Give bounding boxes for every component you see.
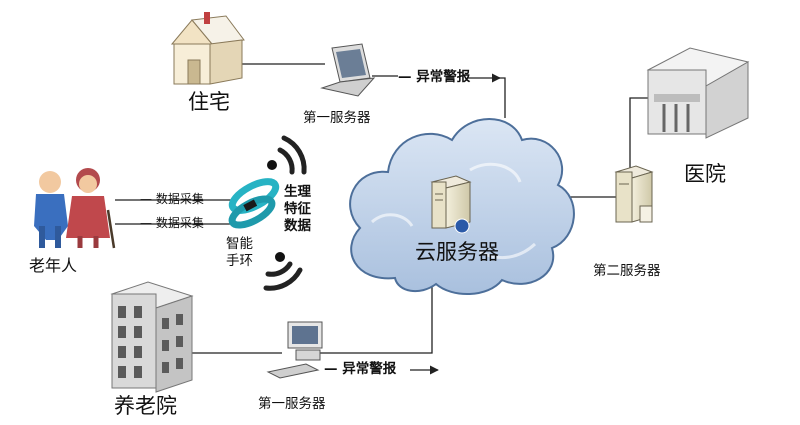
- elderly-couple-icon: [34, 168, 116, 249]
- nursing-home-label: 养老院: [114, 394, 177, 418]
- cloud-server-icon: [430, 175, 472, 234]
- physio-data-label: 生理特征数据: [284, 184, 311, 234]
- alarm-bottom-label: — 异常警报: [324, 361, 397, 377]
- cloud-server-label: 云服务器: [415, 240, 499, 264]
- edge-pc-cloud: [320, 278, 433, 354]
- second-server-label: 第二服务器: [593, 263, 661, 279]
- elderly-label: 老年人: [29, 256, 78, 275]
- first-server-bottom-label: 第一服务器: [258, 396, 326, 412]
- nursing-home-icon: [110, 281, 194, 393]
- alarm-top-label: — 异常警报: [398, 69, 471, 85]
- smart-bracelet-label: 智能手环: [226, 236, 253, 269]
- collect-label-1: — 数据采集: [140, 192, 204, 206]
- edge-alarm-top-to-cloud: [498, 77, 506, 118]
- laptop-icon: [320, 43, 376, 97]
- second-server-icon: [614, 165, 654, 223]
- hospital-label: 医院: [684, 162, 726, 186]
- collect-label-2: — 数据采集: [140, 216, 204, 230]
- residence-label: 住宅: [188, 90, 230, 114]
- wifi-signal-icon: [263, 135, 307, 291]
- smart-bracelet-icon: [228, 178, 280, 229]
- house-icon: [170, 12, 245, 85]
- desktop-pc-icon: [266, 321, 323, 379]
- hospital-icon: [646, 47, 750, 139]
- first-server-top-label: 第一服务器: [303, 110, 371, 126]
